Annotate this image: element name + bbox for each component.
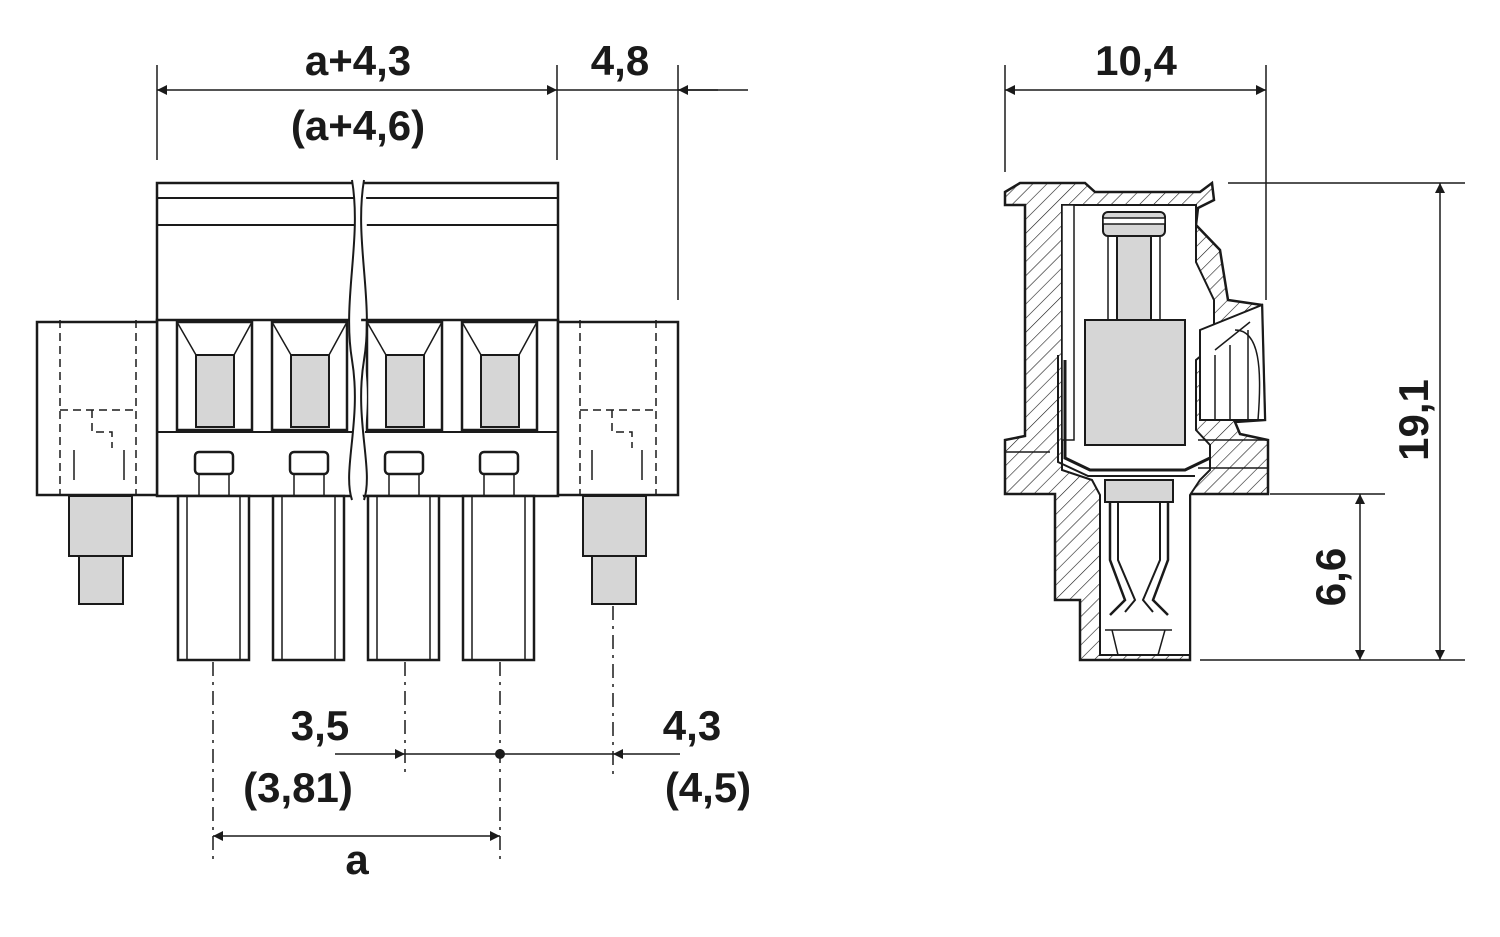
terminal-cavity xyxy=(270,320,349,432)
side-contact-spring xyxy=(1063,360,1211,472)
flange-right xyxy=(556,320,680,497)
flange-left xyxy=(35,320,159,497)
flange-screw-left xyxy=(68,495,133,557)
dim-overall-width: a+4,3 xyxy=(305,37,411,84)
side-contact-fork xyxy=(1108,502,1170,616)
dim-pitch-span: a xyxy=(345,836,369,883)
terminal-cavities xyxy=(175,320,539,432)
dim-total-height: 19,1 xyxy=(1390,379,1437,461)
terminal-cavity xyxy=(460,320,539,432)
flange-pin-right xyxy=(591,555,637,605)
dim-flange-width: 4,8 xyxy=(591,37,649,84)
dim-depth: 10,4 xyxy=(1095,37,1177,84)
flange-pin-left xyxy=(78,555,124,605)
side-screw-shaft xyxy=(1116,235,1152,321)
dim-pin-length: 6,6 xyxy=(1307,548,1354,606)
flange-screw-right xyxy=(582,495,647,557)
dim-flange-pin-offset-alt: (4,5) xyxy=(665,764,751,811)
latch-windows xyxy=(193,450,520,496)
dim-overall-width-alt: (a+4,6) xyxy=(291,102,425,149)
pin-housings xyxy=(176,494,536,662)
side-view: 10,4 19,1 6,6 xyxy=(1003,37,1465,662)
side-pin-sleeve xyxy=(1104,479,1174,503)
terminal-cavity xyxy=(365,320,444,432)
dim-origin-dot xyxy=(495,749,505,759)
side-clamp-block xyxy=(1084,319,1186,446)
front-view: a+4,3 (a+4,6) 4,8 3,5 (3,81) 4,3 (4,5) a xyxy=(35,37,751,883)
dim-pitch: 3,5 xyxy=(291,702,349,749)
dim-pitch-alt: (3,81) xyxy=(243,764,353,811)
dim-flange-pin-offset: 4,3 xyxy=(663,702,721,749)
terminal-cavity xyxy=(175,320,254,432)
break-line xyxy=(348,179,356,501)
